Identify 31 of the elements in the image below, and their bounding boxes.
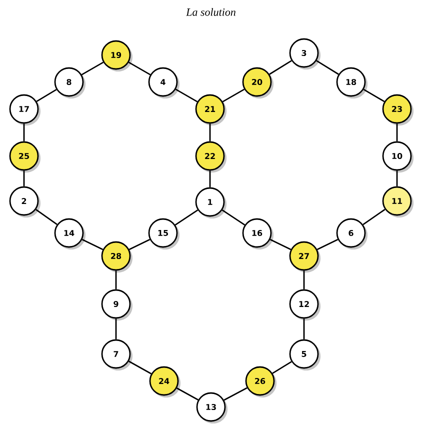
connector-line [128, 360, 152, 374]
connector-line [316, 60, 339, 75]
connector-line [23, 124, 25, 142]
connector-line [115, 318, 117, 340]
connector-line [222, 210, 246, 226]
connector-line [115, 270, 117, 290]
connector-line [82, 238, 104, 250]
connector-line [272, 361, 292, 374]
connector-line [303, 318, 305, 340]
connector-line [81, 62, 104, 76]
connector-line [176, 388, 198, 400]
title: La solution [186, 8, 236, 16]
connector-line [174, 210, 198, 226]
connector-line [270, 238, 292, 250]
connector-line [209, 124, 211, 142]
connector-line [316, 238, 338, 250]
connector-line [269, 60, 292, 75]
connector-line [36, 208, 58, 226]
connector-line [396, 124, 398, 142]
connector-line [128, 238, 150, 250]
connector-line [396, 170, 398, 186]
connector-line [36, 88, 57, 102]
connector-line [363, 88, 385, 102]
connector-line [209, 170, 211, 188]
connector-line [362, 208, 386, 226]
connector-line [224, 387, 248, 401]
connector-line [222, 88, 245, 102]
connector-line [23, 170, 25, 186]
connector-line [175, 88, 198, 102]
connector-line [303, 270, 305, 290]
connector-line [128, 62, 151, 76]
